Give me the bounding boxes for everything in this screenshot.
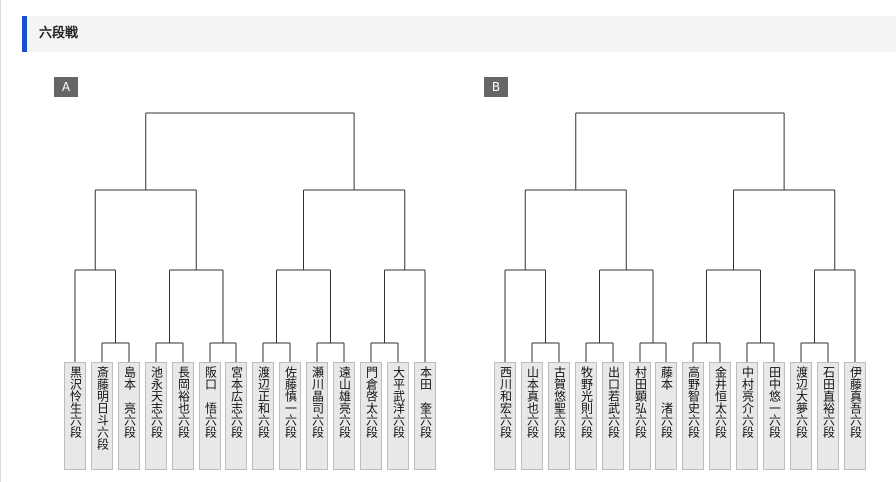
player-card-a-1: 黒沢怜生六段	[64, 362, 86, 470]
player-card-b-11: 田中悠一六段	[763, 362, 785, 470]
player-card-a-14: 本田 奎六段	[414, 362, 436, 470]
player-name: 池永天志六段	[149, 366, 164, 438]
player-name: 出口若武六段	[606, 366, 621, 438]
player-card-b-10: 中村亮介六段	[736, 362, 758, 470]
player-name: 西川和宏六段	[498, 366, 513, 438]
player-card-a-13: 大平武洋六段	[387, 362, 409, 470]
player-card-b-6: 村田顕弘六段	[629, 362, 651, 470]
player-name: 宮本広志六段	[229, 366, 244, 438]
player-card-a-11: 遠山雄亮六段	[333, 362, 355, 470]
player-name: 遠山雄亮六段	[337, 366, 352, 438]
player-card-a-2: 斎藤明日斗六段	[91, 362, 113, 470]
player-name: 渡辺大夢六段	[794, 366, 809, 438]
player-name: 牧野光則六段	[579, 366, 594, 438]
player-name: 阪口 悟六段	[203, 366, 218, 438]
page-left-border	[0, 0, 1, 482]
block-a-badge: A	[54, 77, 78, 97]
player-card-b-9: 金井恒太六段	[709, 362, 731, 470]
player-card-a-5: 長岡裕也六段	[172, 362, 194, 470]
block-b-badge: B	[484, 77, 508, 97]
player-card-b-3: 古賀悠聖六段	[548, 362, 570, 470]
player-name: 石田直裕六段	[821, 366, 836, 438]
player-name: 藤本 渚六段	[659, 366, 674, 438]
player-card-a-9: 佐藤慎一六段	[279, 362, 301, 470]
player-card-a-10: 瀬川晶司六段	[306, 362, 328, 470]
player-name: 斎藤明日斗六段	[95, 366, 110, 450]
player-card-a-8: 渡辺正和六段	[252, 362, 274, 470]
player-card-b-1: 西川和宏六段	[494, 362, 516, 470]
player-card-b-7: 藤本 渚六段	[655, 362, 677, 470]
player-card-b-8: 高野智史六段	[682, 362, 704, 470]
player-name: 金井恒太六段	[713, 366, 728, 438]
player-name: 渡辺正和六段	[256, 366, 271, 438]
player-card-b-12: 渡辺大夢六段	[790, 362, 812, 470]
player-card-a-7: 宮本広志六段	[225, 362, 247, 470]
player-card-b-14: 伊藤真吾六段	[844, 362, 866, 470]
player-name: 黒沢怜生六段	[68, 366, 83, 438]
player-name: 山本真也六段	[525, 366, 540, 438]
player-card-b-5: 出口若武六段	[602, 362, 624, 470]
player-name: 瀬川晶司六段	[310, 366, 325, 438]
player-card-b-4: 牧野光則六段	[575, 362, 597, 470]
player-name: 村田顕弘六段	[633, 366, 648, 438]
player-card-a-6: 阪口 悟六段	[199, 362, 221, 470]
player-card-b-2: 山本真也六段	[521, 362, 543, 470]
player-name: 門倉啓太六段	[364, 366, 379, 438]
player-card-a-12: 門倉啓太六段	[360, 362, 382, 470]
player-name: 島本 亮六段	[122, 366, 137, 438]
player-name: 本田 奎六段	[418, 366, 433, 438]
section-header-accent	[22, 16, 27, 52]
player-name: 長岡裕也六段	[176, 366, 191, 438]
player-name: 中村亮介六段	[740, 366, 755, 438]
player-name: 古賀悠聖六段	[552, 366, 567, 438]
player-name: 大平武洋六段	[391, 366, 406, 438]
player-name: 田中悠一六段	[767, 366, 782, 438]
player-name: 高野智史六段	[686, 366, 701, 438]
section-header: 六段戦	[22, 16, 896, 52]
player-card-b-13: 石田直裕六段	[817, 362, 839, 470]
section-title: 六段戦	[39, 26, 79, 41]
player-card-a-4: 池永天志六段	[145, 362, 167, 470]
player-name: 伊藤真吾六段	[848, 366, 863, 438]
player-name: 佐藤慎一六段	[283, 366, 298, 438]
player-card-a-3: 島本 亮六段	[118, 362, 140, 470]
